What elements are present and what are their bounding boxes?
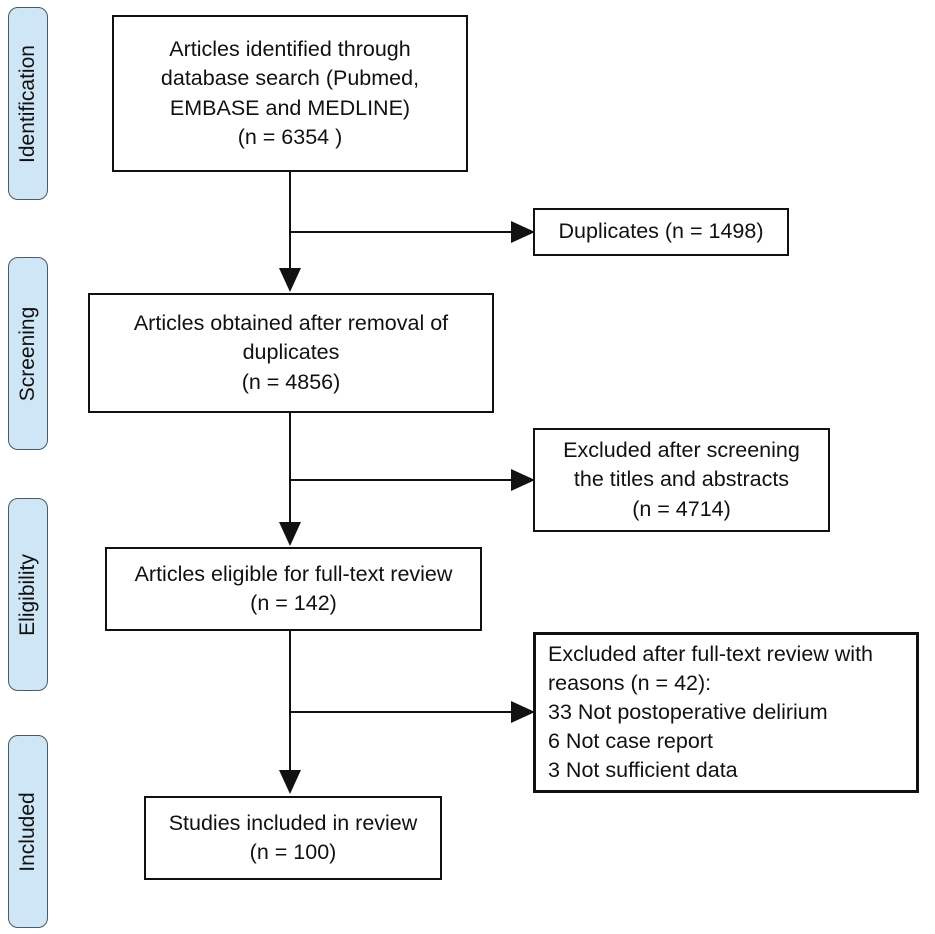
arrowhead-screening (279, 268, 301, 292)
eligible-line-1: Articles eligible for full-text review (134, 561, 453, 586)
after-duplicates-line-2: duplicates (242, 340, 340, 365)
excluded-fulltext-line-3: 33 Not postoperative delirium (548, 699, 828, 724)
box-included: Studies included in review (n = 100) (144, 796, 442, 880)
included-line-2: (n = 100) (249, 840, 337, 864)
identified-line-4: (n = 6354 ) (237, 124, 343, 149)
arrowhead-included (279, 770, 301, 794)
stage-screening: Screening (8, 257, 48, 450)
excluded-fulltext-line-4: 6 Not case report (548, 729, 713, 753)
excluded-screening-line-2: the titles and abstracts (573, 467, 790, 492)
excluded-screening-line-3: (n = 4714) (632, 496, 731, 521)
arrowhead-duplicates (511, 221, 535, 243)
arrowhead-eligible (279, 522, 301, 546)
arrowhead-excluded-screening (511, 469, 535, 491)
identified-line-2: database search (Pubmed, (160, 66, 420, 91)
excluded-fulltext-line-1: Excluded after full-text review with (548, 641, 874, 666)
excluded-fulltext-line-2: reasons (n = 42): (548, 670, 712, 695)
duplicates-line-1: Duplicates (n = 1498) (558, 219, 764, 244)
stage-eligibility: Eligibility (8, 498, 48, 691)
box-duplicates: Duplicates (n = 1498) (533, 208, 789, 256)
box-identified: Articles identified through database sea… (112, 15, 468, 172)
box-after-duplicates: Articles obtained after removal of dupli… (88, 293, 494, 413)
included-line-1: Studies included in review (168, 810, 418, 835)
box-eligible: Articles eligible for full-text review (… (105, 547, 482, 631)
after-duplicates-line-3: (n = 4856) (241, 369, 341, 394)
stage-included: Included (8, 735, 48, 928)
identified-line-1: Articles identified through (169, 37, 411, 62)
eligible-line-2: (n = 142) (250, 591, 337, 615)
after-duplicates-line-1: Articles obtained after removal of (133, 311, 449, 336)
arrowhead-excluded-fulltext (511, 701, 535, 723)
excluded-fulltext-line-5: 3 Not sufficient data (548, 758, 738, 783)
excluded-screening-line-1: Excluded after screening (563, 438, 800, 463)
identified-line-3: EMBASE and MEDLINE) (169, 95, 411, 120)
stage-identification: Identification (8, 7, 48, 200)
box-excluded-fulltext: Excluded after full-text review with rea… (533, 632, 919, 793)
box-excluded-screening: Excluded after screening the titles and … (533, 428, 830, 532)
